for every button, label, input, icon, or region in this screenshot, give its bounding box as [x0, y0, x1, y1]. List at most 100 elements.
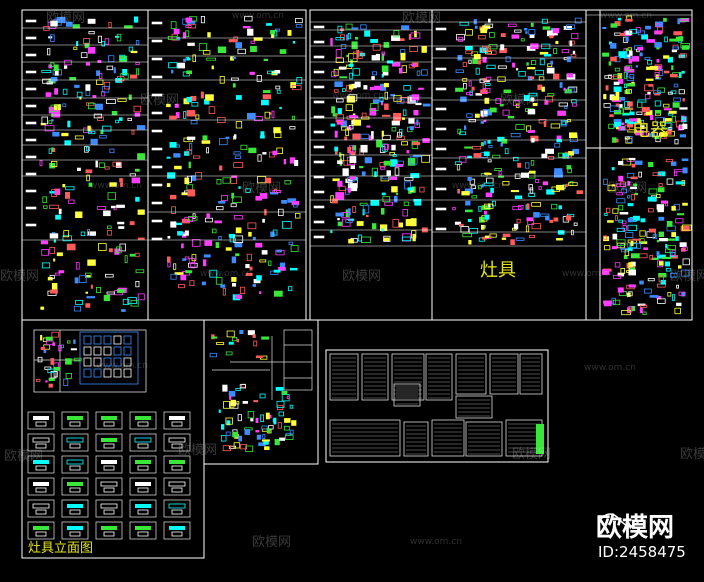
cad-symbol: [681, 292, 686, 297]
cad-symbol: [73, 305, 82, 312]
cad-symbol: [352, 206, 357, 213]
fixture: [52, 342, 56, 346]
cad-symbol: [185, 270, 193, 274]
cad-symbol: [468, 240, 472, 245]
cad-symbol: [202, 135, 208, 141]
cad-symbol: [54, 88, 58, 95]
cad-symbol: [135, 252, 140, 258]
cad-symbol: [87, 125, 91, 132]
cad-symbol: [55, 214, 61, 220]
cad-symbol: [530, 97, 535, 102]
cad-symbol: [383, 235, 391, 242]
cad-symbol: [252, 236, 256, 240]
cad-symbol: [129, 253, 135, 257]
cad-symbol: [465, 209, 473, 213]
cad-symbol: [348, 239, 354, 244]
cad-symbol: [352, 145, 357, 151]
section-detail: [225, 431, 231, 436]
cad-symbol: [622, 113, 630, 116]
cad-symbol: [407, 187, 413, 191]
cad-symbol: [90, 138, 98, 145]
cad-symbol: [525, 162, 530, 169]
cad-symbol: [290, 82, 296, 88]
cad-symbol: [631, 163, 636, 168]
cad-symbol: [556, 184, 565, 191]
cad-symbol: [216, 178, 222, 185]
cad-symbol: [617, 17, 622, 21]
cad-symbol: [183, 111, 187, 119]
elevation-detail: [33, 460, 49, 464]
section-detail: [283, 425, 290, 431]
table-block: [489, 353, 519, 395]
cad-symbol: [651, 257, 659, 260]
cad-symbol: [652, 234, 658, 239]
cad-symbol: [295, 212, 301, 219]
fixture: [35, 378, 41, 382]
cad-symbol: [246, 253, 252, 262]
cad-symbol: [657, 254, 666, 259]
cad-symbol: [245, 272, 253, 276]
cad-symbol: [237, 48, 246, 55]
cad-symbol: [654, 100, 662, 107]
cad-symbol: [345, 128, 349, 136]
cad-symbol: [647, 277, 655, 282]
cad-symbol: [201, 140, 211, 144]
cad-symbol: [602, 52, 609, 57]
cad-symbol: [411, 230, 417, 239]
elevation-detail: [137, 531, 149, 537]
cad-symbol: [334, 151, 338, 155]
cad-symbol: [521, 172, 529, 178]
cad-symbol: [48, 120, 53, 124]
cad-symbol: [102, 125, 112, 132]
row-tag: [313, 55, 325, 59]
cad-symbol: [528, 234, 535, 239]
cad-symbol: [464, 146, 473, 149]
cad-symbol: [474, 25, 478, 29]
table-block: [393, 383, 421, 407]
cad-symbol: [184, 256, 190, 260]
cad-symbol: [656, 239, 659, 243]
cad-symbol: [619, 212, 629, 215]
elevation-detail: [168, 481, 186, 487]
cad-symbol: [170, 221, 177, 228]
row-tag: [25, 223, 37, 227]
cad-symbol: [51, 108, 61, 114]
elevation-detail: [169, 526, 185, 530]
fixture: [83, 346, 92, 356]
cad-symbol: [516, 68, 519, 71]
cad-symbol: [41, 116, 49, 125]
watermark-brand: 欧模网: [242, 181, 281, 196]
cad-symbol: [624, 89, 630, 95]
cad-symbol: [570, 53, 577, 58]
cad-symbol: [83, 38, 90, 45]
cad-symbol: [354, 81, 361, 88]
cad-symbol: [482, 83, 486, 90]
cad-symbol: [366, 125, 371, 128]
cad-symbol: [342, 168, 349, 176]
cad-symbol: [608, 123, 615, 129]
cad-symbol: [672, 102, 680, 108]
fixture: [93, 368, 102, 378]
cad-symbol: [624, 101, 631, 108]
cad-symbol: [50, 20, 58, 27]
cad-symbol: [524, 95, 530, 101]
cad-symbol: [487, 50, 497, 55]
cad-symbol: [419, 186, 425, 193]
cad-symbol: [409, 156, 418, 165]
cad-symbol: [177, 36, 181, 41]
cad-symbol: [639, 230, 646, 237]
cad-symbol: [413, 110, 419, 116]
watermark-brand: 欧模网: [0, 269, 39, 284]
cad-symbol: [170, 194, 177, 200]
row-tag: [313, 70, 325, 74]
elevation-detail: [33, 416, 49, 420]
cad-symbol: [641, 106, 650, 113]
section-detail: [261, 439, 270, 442]
cad-symbol: [634, 192, 638, 196]
cad-symbol: [130, 50, 138, 54]
cad-symbol: [371, 76, 375, 80]
cad-symbol: [399, 128, 403, 137]
cad-symbol: [107, 225, 112, 229]
row-tag: [313, 100, 325, 104]
